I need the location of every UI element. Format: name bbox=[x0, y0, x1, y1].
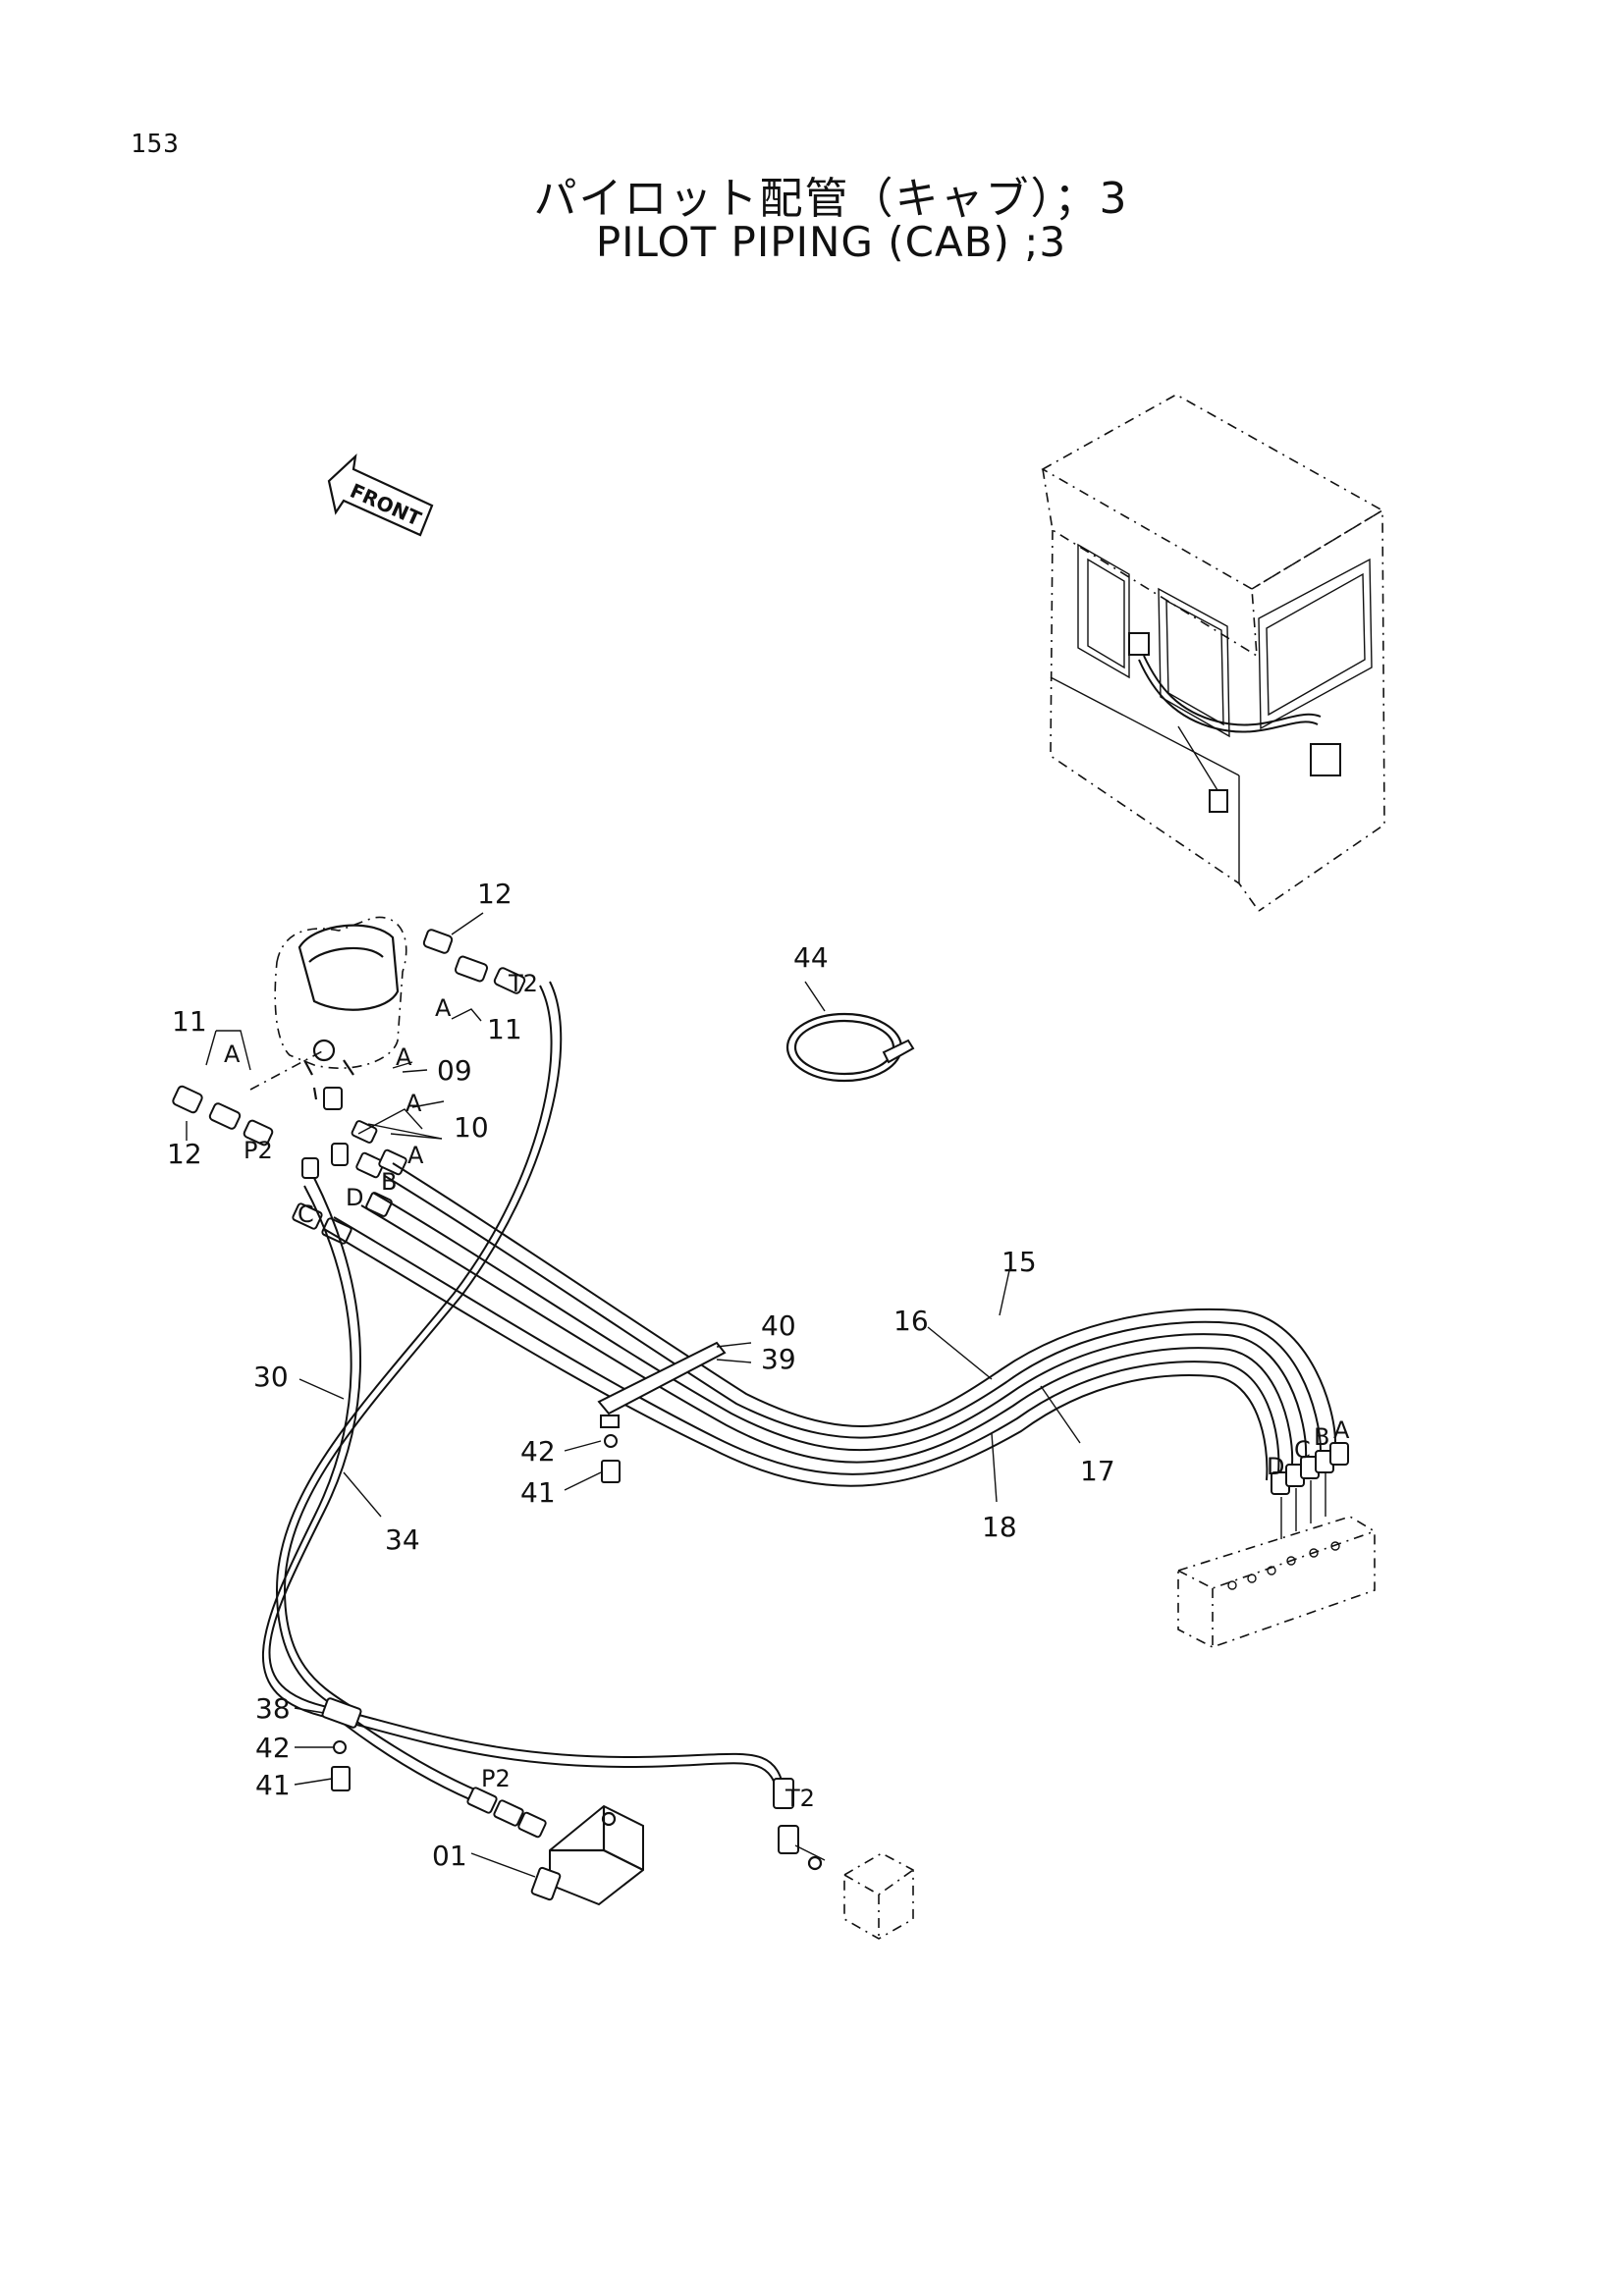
callout-09: 09 bbox=[437, 1054, 472, 1087]
pilot-valve-body bbox=[274, 916, 407, 1104]
hose-30-34 bbox=[262, 981, 786, 1807]
front-arrow-icon: FRONT bbox=[327, 454, 434, 537]
port-label-p2: P2 bbox=[243, 1137, 273, 1164]
pilot-leader-lines bbox=[205, 1008, 482, 1140]
callout-41: 41 bbox=[255, 1769, 291, 1801]
page-title-english: PILOT PIPING (CAB) ;3 bbox=[595, 218, 1067, 266]
shuttle-valve-01 bbox=[466, 1787, 644, 1906]
port-label-b: B bbox=[381, 1168, 397, 1196]
cab-illustration bbox=[1041, 394, 1385, 912]
callout-11: 11 bbox=[172, 1005, 207, 1038]
clamp-bracket-39-40 bbox=[597, 1341, 727, 1483]
tank-port-box bbox=[773, 1778, 914, 1940]
port-labels: A T2 A A A P2 A B D C A B C D P2 T2 bbox=[224, 970, 1350, 1812]
callout-38: 38 bbox=[255, 1692, 291, 1725]
callout-40: 40 bbox=[761, 1309, 796, 1342]
port-label-a: A bbox=[224, 1041, 241, 1068]
callout-44: 44 bbox=[793, 941, 829, 974]
port-label-a: A bbox=[435, 994, 452, 1022]
callout-10: 10 bbox=[454, 1111, 489, 1144]
cable-tie-44 bbox=[785, 1012, 915, 1083]
page-title-japanese: パイロット配管（キャブ）；3 bbox=[533, 174, 1129, 224]
port-label-b: B bbox=[1314, 1423, 1329, 1451]
callout-42: 42 bbox=[255, 1732, 291, 1764]
port-label-a: A bbox=[407, 1142, 424, 1169]
control-valve-block bbox=[1177, 1442, 1376, 1648]
page-number: 153 bbox=[131, 130, 180, 159]
port-label-t2: T2 bbox=[508, 970, 538, 997]
port-label-d: D bbox=[346, 1184, 363, 1211]
callout-34: 34 bbox=[385, 1523, 420, 1556]
port-label-c: C bbox=[1294, 1436, 1311, 1464]
front-label: FRONT bbox=[347, 479, 425, 531]
callout-11: 11 bbox=[487, 1013, 522, 1045]
callout-12: 12 bbox=[477, 878, 513, 910]
callout-18: 18 bbox=[982, 1511, 1017, 1543]
callout-12: 12 bbox=[167, 1138, 202, 1170]
callout-39: 39 bbox=[761, 1343, 796, 1375]
callout-17: 17 bbox=[1080, 1455, 1115, 1487]
port-label-a: A bbox=[396, 1043, 412, 1071]
port-label-p2: P2 bbox=[481, 1765, 511, 1792]
pilot-hose-bundle bbox=[323, 1162, 1336, 1487]
callout-leaders bbox=[186, 912, 1081, 1878]
callout-16: 16 bbox=[893, 1305, 929, 1337]
part-callouts: 12 11 11 12 09 10 44 15 16 17 18 40 39 3… bbox=[167, 878, 1115, 1872]
pilot-valve-fittings bbox=[172, 929, 526, 1245]
port-label-d: D bbox=[1267, 1453, 1284, 1480]
callout-30: 30 bbox=[253, 1361, 289, 1393]
port-label-t2: T2 bbox=[784, 1785, 815, 1812]
clamp-38 bbox=[321, 1697, 362, 1791]
callout-42: 42 bbox=[520, 1435, 556, 1468]
callout-01: 01 bbox=[432, 1840, 467, 1872]
port-label-a: A bbox=[1333, 1416, 1350, 1444]
callout-41: 41 bbox=[520, 1476, 556, 1509]
port-label-c: C bbox=[298, 1201, 314, 1228]
callout-15: 15 bbox=[1001, 1246, 1037, 1278]
port-label-a: A bbox=[406, 1090, 422, 1117]
